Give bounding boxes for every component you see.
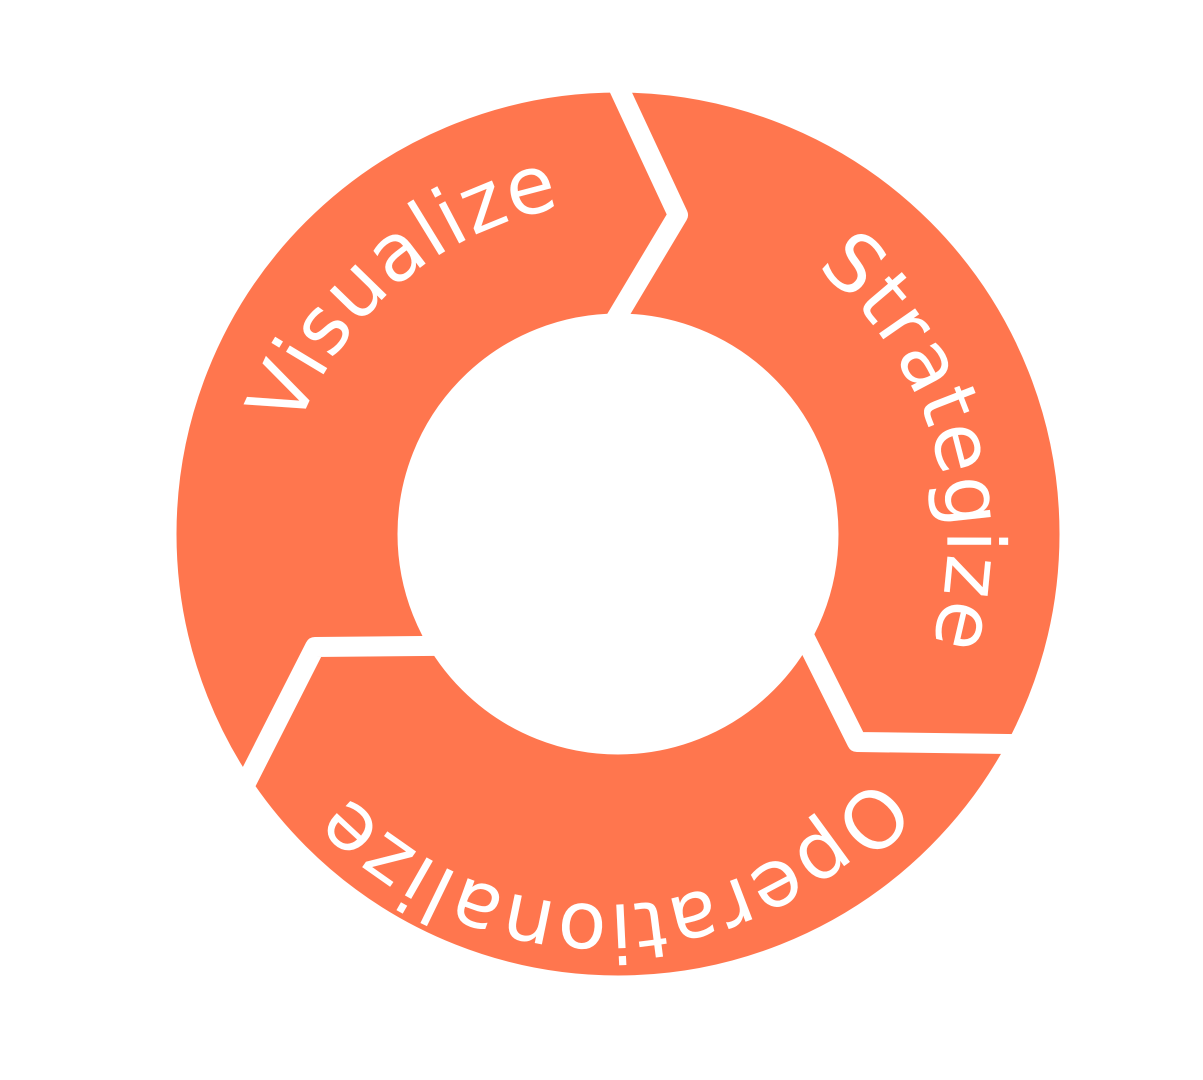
cycle-ring [176, 92, 1060, 976]
segment-separators [236, 70, 1019, 789]
separator-bottom-left [236, 635, 437, 789]
separator-bottom-right [792, 626, 1019, 755]
separator-top [603, 70, 688, 326]
